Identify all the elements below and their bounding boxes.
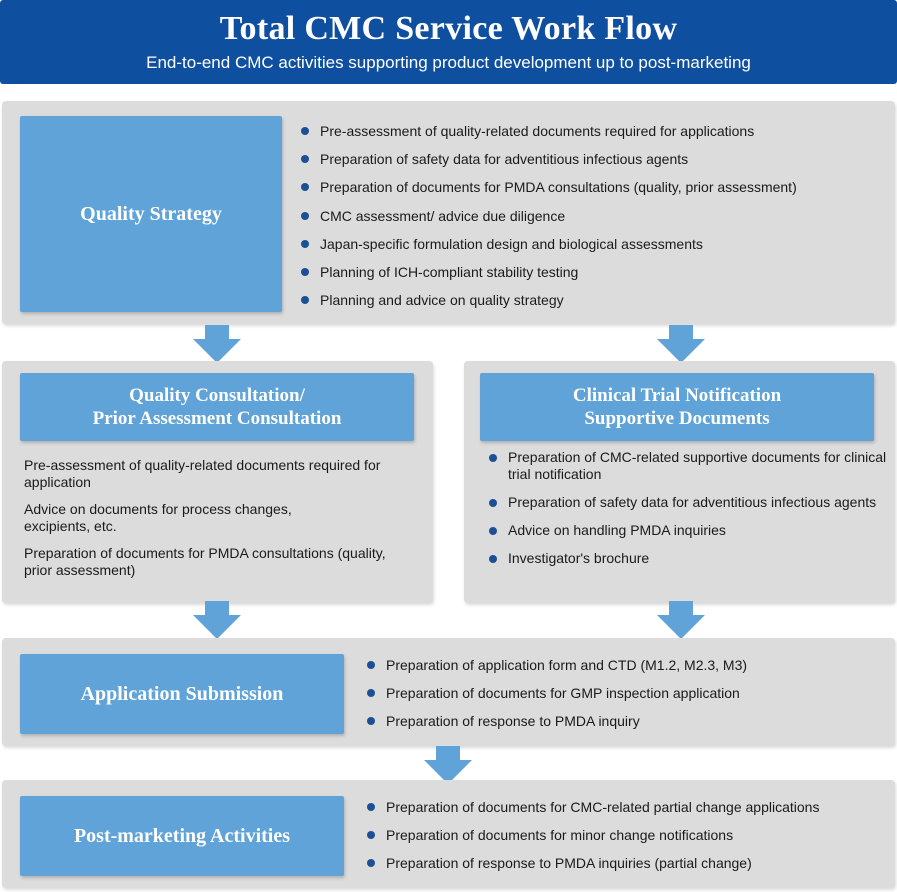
quality-consultation-panel: Quality Consultation/ Prior Assessment C… [2,361,433,603]
application-submission-panel: Application Submission Preparation of ap… [2,638,895,746]
list-item: Planning and advice on quality strategy [300,291,880,309]
bullet-icon [367,661,375,669]
list-item: Preparation of response to PMDA inquirie… [366,854,886,872]
bullet-icon [301,183,309,192]
list-item: Investigator's brochure [488,550,888,567]
list-item: Preparation of documents for PMDA consul… [300,178,880,196]
bullet-icon [301,155,309,164]
quality-consultation-title-line1: Quality Consultation/ [129,385,305,406]
bullet-icon [489,527,497,535]
list-item: Preparation of documents for GMP inspect… [366,684,886,702]
bullet-icon [301,296,309,305]
quality-strategy-title-box: Quality Strategy [20,116,282,312]
list-item: Preparation of documents for minor chang… [366,826,886,844]
quality-consultation-title-line2: Prior Assessment Consultation [92,408,342,429]
list-item: Advice on handling PMDA inquiries [488,522,888,539]
bullet-icon [301,267,309,276]
list-item: Preparation of documents for PMDA consul… [24,545,386,578]
clinical-trial-title-line2: Supportive Documents [584,408,770,429]
down-arrow-icon [657,325,705,363]
bullet-icon [489,454,497,462]
list-item: Pre-assessment of quality-related docume… [24,457,381,490]
list-item: Preparation of CMC-related supportive do… [488,449,888,483]
application-submission-title-box: Application Submission [20,654,344,734]
list-item: Preparation of application form and CTD … [366,656,886,674]
bullet-icon [367,831,375,839]
bullet-icon [367,859,375,867]
post-marketing-title: Post-marketing Activities [73,824,291,847]
page-subtitle: End-to-end CMC activities supporting pro… [146,53,751,72]
page-title: Total CMC Service Work Flow [219,10,678,47]
header-banner: Total CMC Service Work Flow End-to-end C… [0,0,897,84]
down-arrow-icon [424,746,472,784]
clinical-trial-list: Preparation of CMC-related supportive do… [488,449,888,567]
down-arrow-icon [193,325,241,363]
quality-consultation-title-box: Quality Consultation/ Prior Assessment C… [20,373,414,441]
list-item: Preparation of safety data for adventiti… [300,150,880,168]
bullet-icon [367,803,375,811]
clinical-trial-title-box: Clinical Trial Notification Supportive D… [480,373,874,441]
bullet-icon [367,689,375,697]
list-item: Preparation of safety data for adventiti… [488,494,888,511]
application-submission-title: Application Submission [80,682,284,705]
bullet-icon [367,717,375,725]
quality-strategy-title: Quality Strategy [80,202,222,225]
list-item: Japan-specific formulation design and bi… [300,235,880,253]
list-item: Preparation of response to PMDA inquiry [366,712,886,730]
clinical-trial-title-line1: Clinical Trial Notification [572,385,782,406]
bullet-icon [489,499,497,507]
down-arrow-icon [193,601,241,639]
list-item: CMC assessment/ advice due diligence [300,207,880,225]
application-submission-list: Preparation of application form and CTD … [366,656,886,730]
quality-strategy-panel: Quality Strategy Pre-assessment of quali… [2,101,895,324]
list-item: Preparation of documents for CMC-related… [366,798,886,816]
bullet-icon [301,239,309,248]
post-marketing-title-box: Post-marketing Activities [20,796,344,876]
list-item: Pre-assessment of quality-related docume… [300,122,880,140]
list-item: Planning of ICH-compliant stability test… [300,263,880,281]
bullet-icon [301,211,309,220]
clinical-trial-panel: Clinical Trial Notification Supportive D… [464,361,895,603]
quality-strategy-list: Pre-assessment of quality-related docume… [300,122,880,309]
quality-consultation-list: Pre-assessment of quality-related docume… [24,457,404,589]
bullet-icon [301,127,309,135]
bullet-icon [489,555,497,563]
down-arrow-icon [657,601,705,639]
post-marketing-list: Preparation of documents for CMC-related… [366,798,886,872]
list-item: Advice on documents for process changes,… [24,501,292,534]
post-marketing-panel: Post-marketing Activities Preparation of… [2,780,895,888]
